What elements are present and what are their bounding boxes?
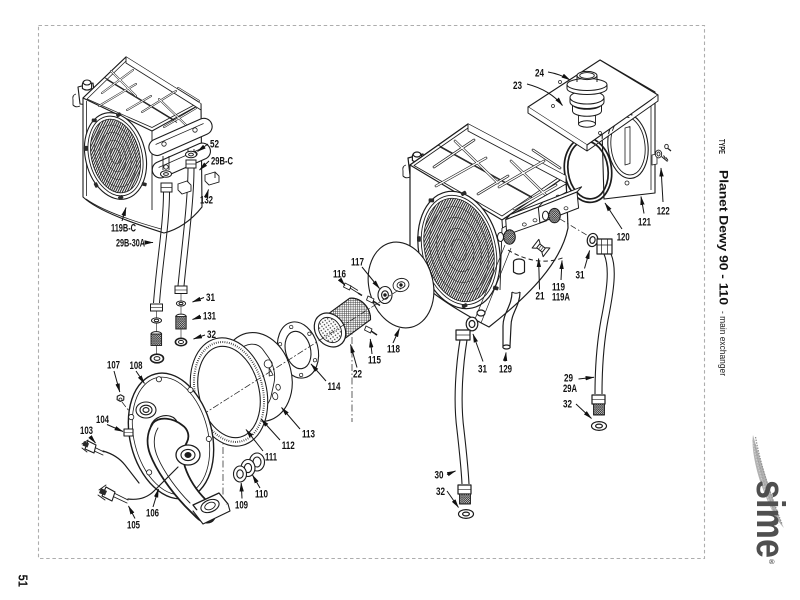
svg-text:22: 22 [353,369,362,381]
svg-text:131: 131 [203,311,216,323]
svg-text:32: 32 [207,329,216,341]
svg-text:132: 132 [200,195,213,207]
svg-text:29B-C: 29B-C [211,156,233,168]
svg-text:111: 111 [265,452,277,464]
svg-text:105: 105 [127,520,140,532]
svg-text:112: 112 [282,440,295,452]
svg-text:117: 117 [351,257,364,269]
svg-text:104: 104 [96,414,110,426]
svg-text:122: 122 [657,206,670,218]
svg-text:29B-30A: 29B-30A [116,238,145,250]
svg-text:109: 109 [235,500,248,512]
svg-text:30: 30 [435,470,444,482]
svg-text:31: 31 [576,270,585,282]
svg-text:121: 121 [638,217,651,229]
svg-text:21: 21 [536,291,545,303]
svg-text:110: 110 [255,489,268,501]
svg-text:106: 106 [146,508,159,520]
svg-text:116: 116 [333,269,346,281]
svg-text:TYPE: TYPE [717,139,726,154]
svg-text:31: 31 [206,292,215,304]
svg-text:®: ® [767,559,775,565]
svg-text:118: 118 [387,344,400,356]
svg-text:32: 32 [436,486,445,498]
svg-text:29A: 29A [563,383,577,395]
svg-text:31: 31 [478,364,487,376]
svg-text:129: 129 [499,364,512,376]
svg-text:- main exchanger: - main exchanger [717,311,728,376]
svg-text:119A: 119A [552,292,570,304]
svg-text:24: 24 [535,68,545,80]
svg-text:120: 120 [617,232,630,244]
svg-text:23: 23 [513,80,522,92]
svg-text:Planet Dewy 90 - 110: Planet Dewy 90 - 110 [717,170,731,305]
svg-text:115: 115 [368,355,381,367]
svg-text:29: 29 [564,373,573,385]
svg-text:32: 32 [563,399,572,411]
svg-text:113: 113 [302,429,315,441]
svg-text:103: 103 [80,425,93,437]
svg-text:114: 114 [328,381,342,393]
svg-text:108: 108 [130,360,143,372]
svg-text:119B-C: 119B-C [111,223,136,235]
svg-text:52: 52 [210,139,219,151]
svg-text:107: 107 [107,360,120,372]
svg-text:119: 119 [552,282,565,294]
svg-text:sime: sime [748,480,792,558]
svg-text:51: 51 [16,575,30,588]
